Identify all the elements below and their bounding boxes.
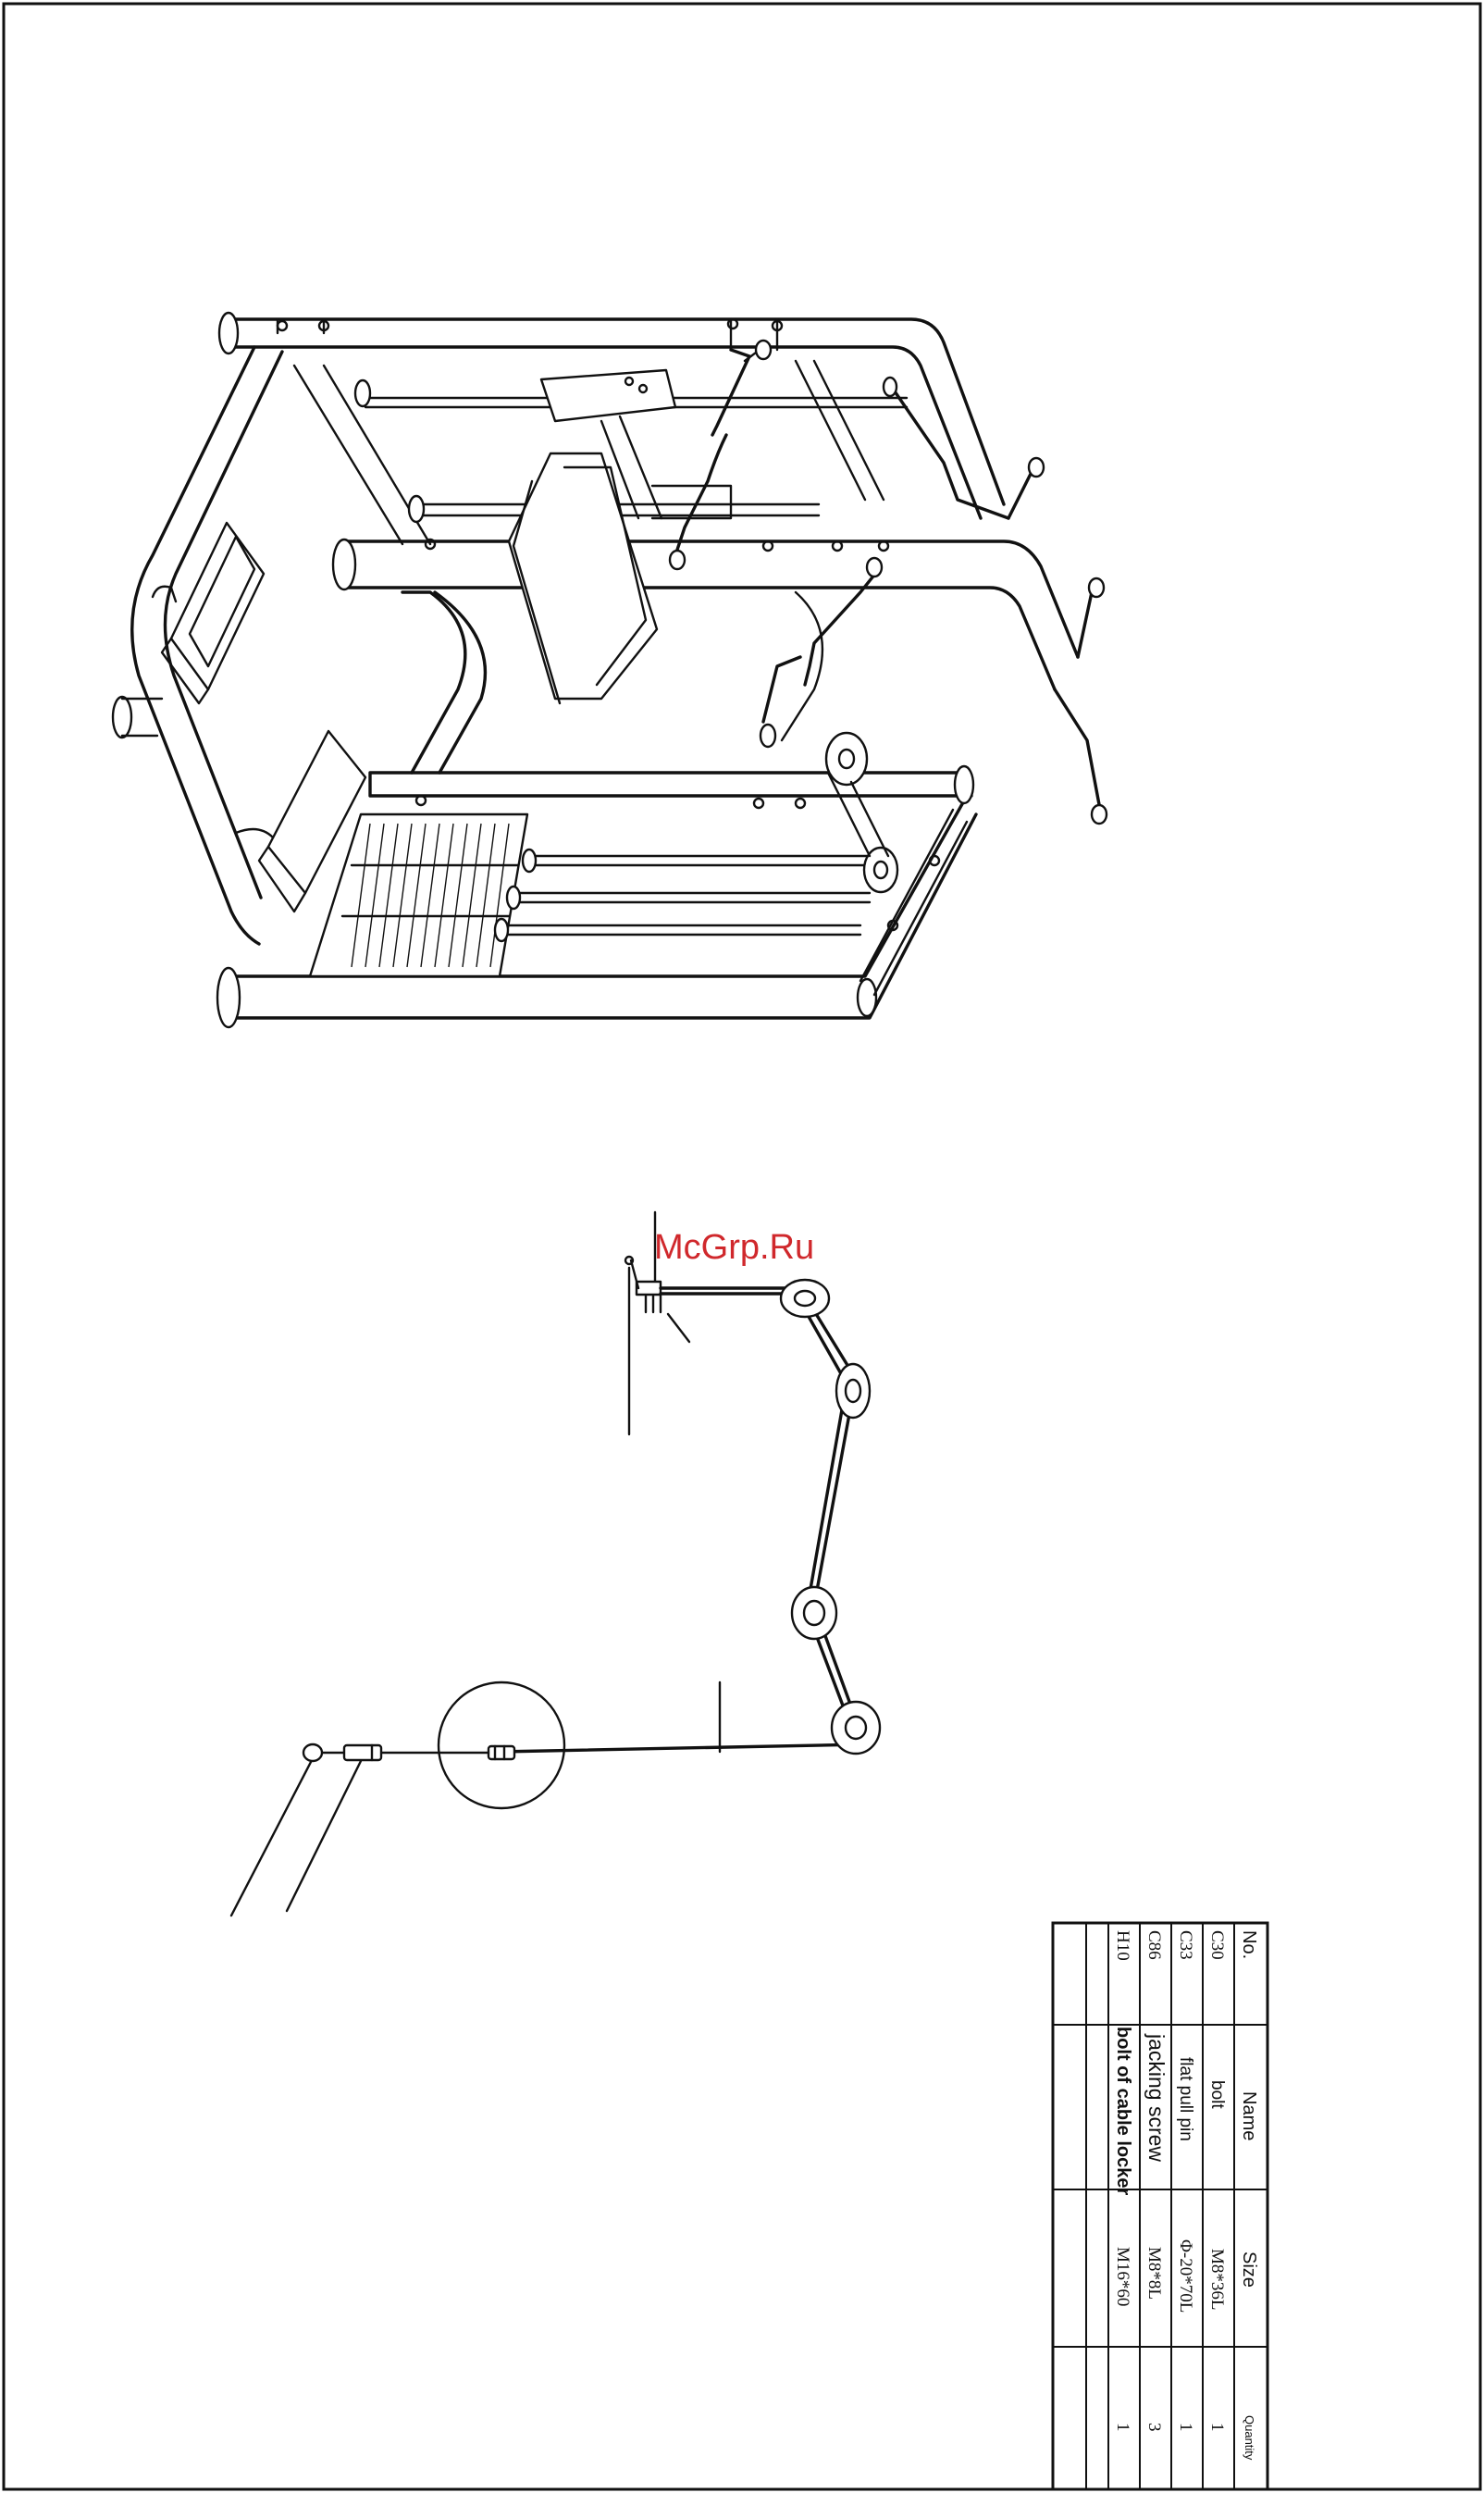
header-name: Name bbox=[1239, 2091, 1259, 2140]
cable-pulley-2 bbox=[836, 1364, 870, 1418]
row-3-quantity: 3 bbox=[1144, 2423, 1164, 2432]
sleeve-leader bbox=[287, 1761, 361, 1911]
pin-leader bbox=[668, 1314, 689, 1342]
cable-pulley-3 bbox=[792, 1587, 836, 1639]
row-2-size: Φ-20*70L bbox=[1176, 2239, 1195, 2313]
parts-table: No. Name Size Quantity C30 bolt M8*36L 1… bbox=[1053, 1923, 1268, 2489]
cable-sleeve bbox=[344, 1745, 381, 1760]
row-3-no: C86 bbox=[1144, 1930, 1164, 1960]
row-4-name: bolt of cable locker bbox=[1113, 2027, 1133, 2195]
row-1-name: bolt bbox=[1207, 2080, 1227, 2109]
row-4-size: M16*60 bbox=[1113, 2247, 1132, 2306]
watermark-text: McGrp.Ru bbox=[654, 1228, 814, 1267]
frame-handles bbox=[670, 341, 1107, 824]
header-quantity: Quantity bbox=[1243, 2415, 1256, 2461]
cable-nut bbox=[303, 1744, 322, 1761]
row-2-name: flat pull pin bbox=[1176, 2057, 1195, 2141]
left-footplate bbox=[162, 523, 264, 703]
row-1-size: M8*36L bbox=[1207, 2249, 1227, 2311]
cable-return bbox=[661, 1294, 856, 1740]
machine-frame-drawing bbox=[113, 313, 1107, 1027]
cable-pulley-1 bbox=[781, 1280, 829, 1317]
row-4-quantity: 1 bbox=[1113, 2423, 1132, 2432]
cable-routing-diagram bbox=[231, 1212, 880, 1916]
middle-rail bbox=[333, 540, 1078, 689]
header-size: Size bbox=[1239, 2251, 1259, 2288]
cable bbox=[500, 1288, 865, 1752]
row-3-name: jacking screw bbox=[1144, 2033, 1169, 2162]
cable-locker-fitting bbox=[488, 1746, 514, 1759]
row-3-size: M8*8L bbox=[1144, 2247, 1164, 2300]
cable-pulley-4 bbox=[832, 1702, 880, 1754]
seat-pad[interactable] bbox=[509, 370, 731, 703]
header-no: No. bbox=[1239, 1930, 1259, 1959]
frame-pulleys bbox=[826, 733, 897, 892]
weight-stack[interactable] bbox=[310, 814, 879, 976]
row-1-no: C30 bbox=[1207, 1930, 1227, 1960]
nut-leader bbox=[231, 1762, 311, 1916]
row-2-quantity: 1 bbox=[1176, 2423, 1195, 2432]
row-1-quantity: 1 bbox=[1207, 2423, 1227, 2432]
row-4-no: H10 bbox=[1113, 1930, 1132, 1961]
row-2-no: C33 bbox=[1176, 1930, 1195, 1960]
